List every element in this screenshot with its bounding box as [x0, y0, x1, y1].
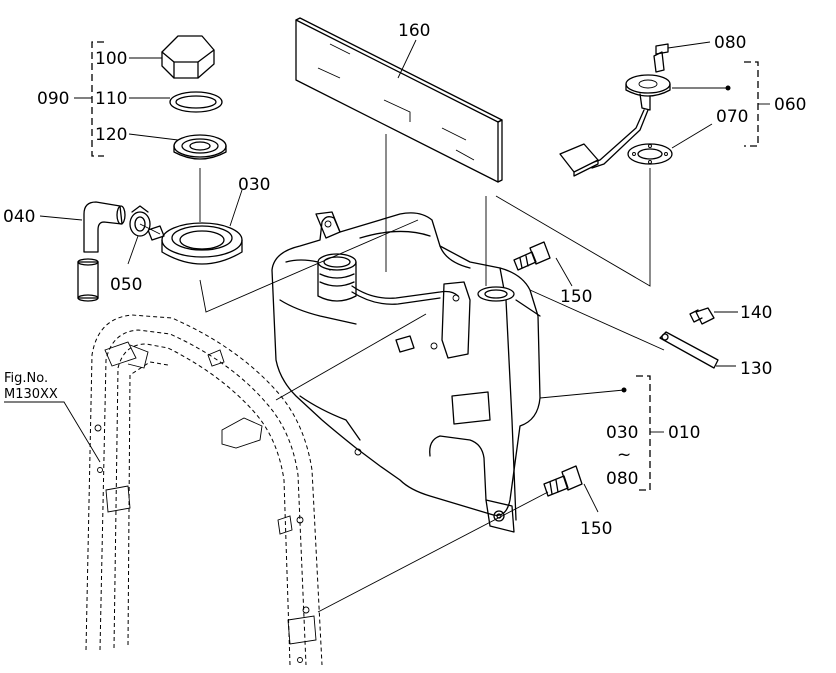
callout-100: 100	[95, 49, 127, 69]
callout-040: 040	[3, 207, 35, 227]
callout-140: 140	[740, 303, 772, 323]
callout-150-top: 150	[560, 287, 592, 307]
assembly-lines	[139, 134, 665, 613]
callout-160: 160	[398, 21, 430, 41]
callout-150-bottom: 150	[580, 519, 612, 539]
callout-range-start: 030	[606, 423, 638, 443]
callout-range-separator: ~	[617, 445, 631, 465]
callout-090: 090	[37, 89, 69, 109]
callout-120: 120	[95, 125, 127, 145]
callout-030: 030	[238, 175, 270, 195]
figure-ref-line1: Fig.No.	[4, 371, 48, 386]
callout-130: 130	[740, 359, 772, 379]
callout-050: 050	[110, 275, 142, 295]
callout-070: 070	[716, 107, 748, 127]
callout-110: 110	[95, 89, 127, 109]
fuel-sender-unit	[559, 43, 673, 177]
callout-labels: 160 100 110 120 090 030 040 050 080 060 …	[3, 21, 806, 539]
callout-080: 080	[714, 33, 746, 53]
strap-and-bolt	[659, 307, 719, 369]
heat-shield-plate	[295, 17, 503, 183]
callout-010: 010	[668, 423, 700, 443]
figure-ref-line2: M130XX	[4, 387, 58, 402]
fuel-tank	[271, 211, 541, 533]
drain-fittings	[513, 241, 583, 497]
callout-range-end: 080	[606, 469, 638, 489]
fuel-cap-assembly	[147, 35, 243, 265]
rops-frame	[85, 314, 323, 666]
callout-060: 060	[774, 95, 806, 115]
callout-leaders	[4, 39, 770, 513]
